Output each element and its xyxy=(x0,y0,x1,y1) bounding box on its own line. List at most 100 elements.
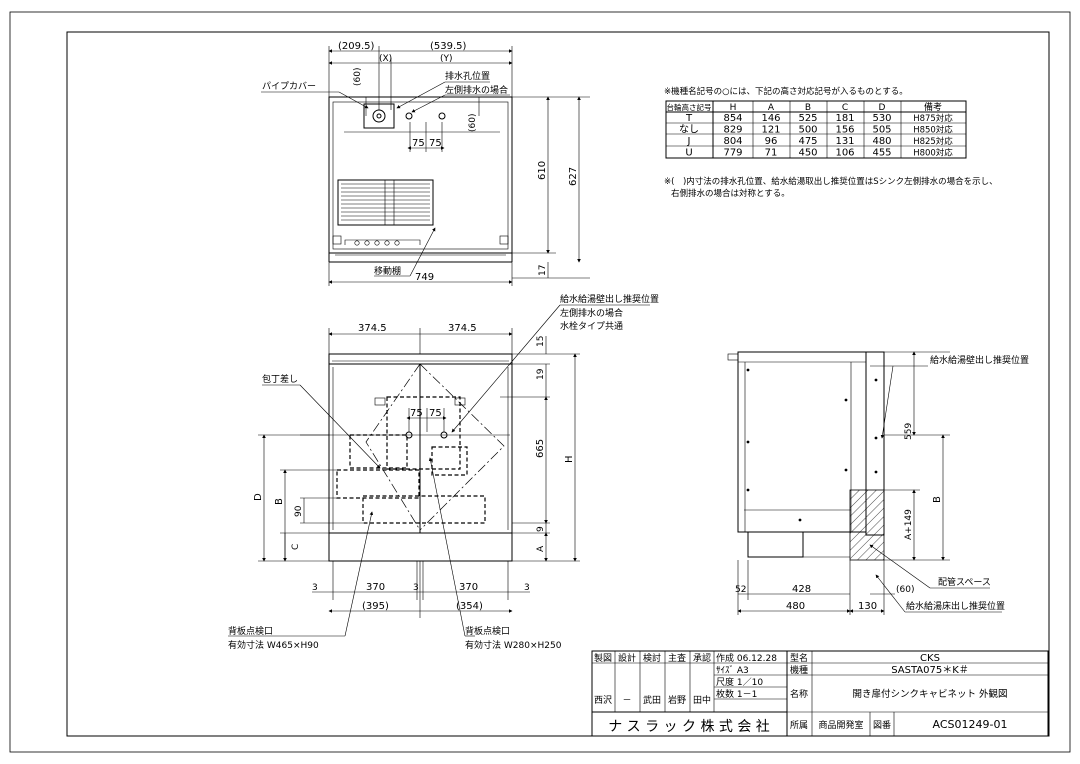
height-table-cell: 455 xyxy=(872,148,891,159)
title-drawing-no-label: 図番 xyxy=(873,719,891,731)
door-swing-left xyxy=(365,363,421,531)
label-back-panel-right-2: 有効寸法 W280×H250 xyxy=(465,639,562,651)
height-table-cell: 530 xyxy=(872,113,891,124)
height-table-cell: 131 xyxy=(835,136,854,147)
top-dim-539-5: (539.5) xyxy=(430,41,467,52)
side-dim-130: 130 xyxy=(858,601,877,612)
height-table-cell: H825対応 xyxy=(913,136,953,147)
note-drain-position-2: 右側排水の場合は対称とする。 xyxy=(671,188,790,199)
front-dim-19: 19 xyxy=(536,368,546,380)
label-back-panel-left-1: 背板点検口 xyxy=(228,625,273,637)
height-table-cell: 181 xyxy=(835,113,854,124)
label-knife-holder: 包丁差し xyxy=(262,373,298,385)
company-name: ナ ス ラ ッ ク 株 式 会 社 xyxy=(608,719,770,735)
back-panel-opening-left xyxy=(362,495,486,524)
front-dim-90: 90 xyxy=(294,505,304,517)
title-role: 検討 xyxy=(643,652,661,664)
height-table-cell: 505 xyxy=(872,125,891,136)
height-table-cell: U xyxy=(685,148,692,159)
title-role: 承認 xyxy=(693,652,711,664)
note-height-symbol: ※機種名記号の○には、下記の高さ対応記号が入るものとする。 xyxy=(664,86,908,97)
top-dim-17: 17 xyxy=(538,265,548,276)
label-pipe-cover: パイプカバー xyxy=(262,81,316,92)
front-view: 75 75 374.5 374.5 15 19 665 9 A H xyxy=(228,293,659,651)
front-dim-H: H xyxy=(564,455,575,463)
louver-vent xyxy=(337,179,434,226)
top-dim-60a: (60) xyxy=(353,68,363,86)
top-dim-209-5: (209.5) xyxy=(338,41,375,52)
height-table-cell: 156 xyxy=(835,125,854,136)
label-pipe-space: 配管スペース xyxy=(938,576,991,588)
front-dim-15: 15 xyxy=(536,336,546,347)
top-dim-x: (X) xyxy=(379,54,392,64)
title-scale: 尺度 1／10 xyxy=(716,676,763,688)
front-dim-75a: 75 xyxy=(410,408,423,419)
label-left-drain: 左側排水の場合 xyxy=(445,84,508,96)
top-dim-627: 627 xyxy=(568,167,579,186)
height-table-cell: 96 xyxy=(765,136,778,147)
notes: ※機種名記号の○には、下記の高さ対応記号が入るものとする。 ※( )内寸法の排水… xyxy=(664,86,998,199)
height-table-cell: H850対応 xyxy=(913,125,953,136)
top-dim-y: (Y) xyxy=(440,54,453,64)
title-created: 作成 06.12.28 xyxy=(716,652,777,664)
title-dept-value: 商品開発室 xyxy=(818,719,863,731)
front-dim-354: (354) xyxy=(456,601,483,612)
title-role: 設計 xyxy=(618,652,636,664)
height-table-header: D xyxy=(879,103,886,113)
top-view-body xyxy=(328,96,513,254)
label-side-supply-floor: 給水給湯床出し推奨位置 xyxy=(906,600,1005,612)
top-view: 75 75 (209.5) xyxy=(261,41,590,286)
height-table-cell: なし xyxy=(679,124,699,136)
side-dim-52: 52 xyxy=(735,585,746,595)
title-size: ｻｲｽﾞ A3 xyxy=(716,665,749,676)
height-table-header: 台輪高さ記号 xyxy=(667,102,712,112)
side-dim-559: 559 xyxy=(904,423,914,440)
side-dim-480: 480 xyxy=(786,601,805,612)
louver-slats xyxy=(341,183,430,221)
label-supply-wall-1: 給水給湯壁出し推奨位置 xyxy=(560,293,659,305)
title-name: 西沢 xyxy=(594,694,612,706)
height-table-cell: H875対応 xyxy=(913,113,953,124)
title-name: － xyxy=(622,696,631,706)
title-block: 製図設計検討主査承認西沢－武田岩野田中作成 06.12.28ｻｲｽﾞ A3尺度 … xyxy=(591,650,1049,737)
side-dim-60: (60) xyxy=(896,585,914,595)
height-table-cell: T xyxy=(685,113,693,124)
front-dim-370b: 370 xyxy=(459,582,478,593)
top-dim-75a: 75 xyxy=(412,138,425,149)
side-body xyxy=(737,351,867,533)
height-table-cell: J xyxy=(687,136,691,147)
height-table-cell: 106 xyxy=(835,148,854,159)
front-dim-75b: 75 xyxy=(429,408,442,419)
label-back-panel-right-1: 背板点検口 xyxy=(465,625,510,637)
height-table-cell: 500 xyxy=(798,125,817,136)
height-table-cell: 854 xyxy=(723,113,742,124)
side-dim-428: 428 xyxy=(792,584,811,595)
height-table-cell: 804 xyxy=(723,136,742,147)
title-model-value: CKS xyxy=(920,653,940,664)
front-dim-374-5a: 374.5 xyxy=(358,323,387,334)
top-dim-610: 610 xyxy=(537,161,548,180)
front-dim-395: (395) xyxy=(362,601,389,612)
title-role: 主査 xyxy=(668,652,686,664)
side-view: 559 A+149 B 給水給湯壁出し推奨位置 52 428 (60) 480 … xyxy=(727,351,1029,615)
title-drawing-no-value: ACS01249-01 xyxy=(933,718,1008,731)
title-name-value: 開き扉付シンクキャビネット 外観図 xyxy=(852,688,1007,700)
height-table-header: A xyxy=(768,103,775,113)
supply-area xyxy=(386,396,461,470)
title-name-label: 名称 xyxy=(790,688,808,700)
height-table-header: 備考 xyxy=(924,101,942,113)
top-dim-75b: 75 xyxy=(429,138,442,149)
front-dim-370a: 370 xyxy=(366,582,385,593)
front-dim-C: C xyxy=(291,544,301,550)
front-dim-374-5b: 374.5 xyxy=(448,323,477,334)
title-model-label: 型名 xyxy=(790,652,808,664)
front-dim-B: B xyxy=(274,498,285,505)
label-drain-hole: 排水孔位置 xyxy=(445,70,490,82)
title-name: 田中 xyxy=(693,694,711,706)
top-dim-60b: (60) xyxy=(468,114,478,132)
pipe-space-hatch xyxy=(849,489,885,561)
front-dim-3a: 3 xyxy=(312,583,318,593)
